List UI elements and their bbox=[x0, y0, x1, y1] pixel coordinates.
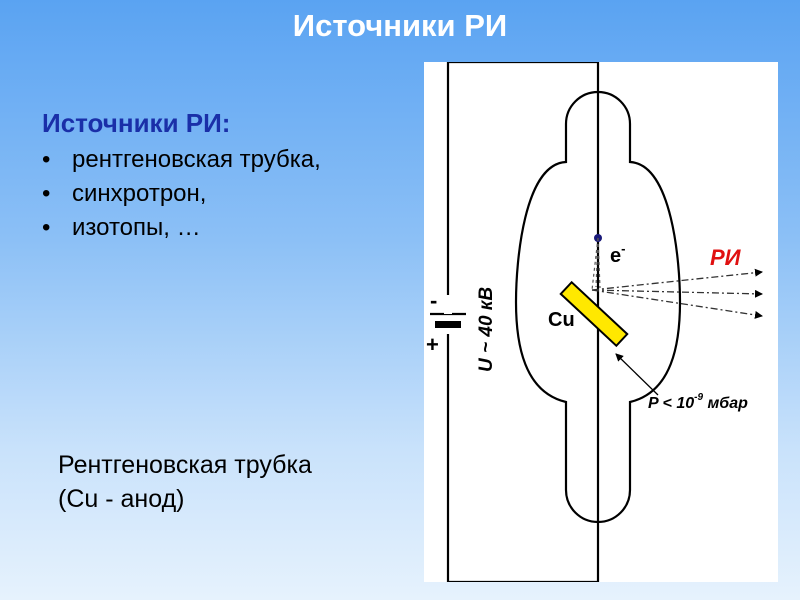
figure-caption: Рентгеновская трубка (Cu - анод) bbox=[58, 448, 312, 516]
battery-plus-label: + bbox=[426, 332, 439, 357]
sources-list: • рентгеновская трубка, • синхротрон, • … bbox=[42, 143, 321, 245]
pressure-label: P < 10-9 мбар bbox=[648, 392, 748, 412]
pressure-pointer-arrow bbox=[615, 353, 659, 396]
circuit-wire-left-lower bbox=[446, 334, 598, 582]
bullet-icon: • bbox=[42, 180, 51, 207]
slide-title: Источники РИ bbox=[292, 8, 508, 43]
xray-tube-diagram: - + U ~ 40 кВ e- РИ Cu P < 10-9 мбар bbox=[424, 62, 778, 582]
caption-line-1: Рентгеновская трубка bbox=[58, 451, 312, 479]
sources-heading: Источники РИ: bbox=[42, 108, 231, 138]
circuit-wire-left bbox=[446, 62, 598, 296]
xray-rays bbox=[591, 268, 763, 319]
electron-beam bbox=[591, 237, 601, 291]
battery-minus-label: - bbox=[430, 288, 437, 313]
list-item: • синхротрон, bbox=[42, 177, 321, 211]
bullet-icon: • bbox=[42, 146, 51, 173]
list-item-label: синхротрон, bbox=[72, 180, 207, 207]
list-item-label: изотопы, … bbox=[72, 214, 201, 241]
radiation-label: РИ bbox=[710, 245, 742, 270]
electron-label: e- bbox=[610, 241, 625, 267]
anode-label: Cu bbox=[548, 309, 575, 331]
sources-list-block: Источники РИ: • рентгеновская трубка, • … bbox=[42, 108, 321, 245]
xray-tube-outline bbox=[514, 90, 682, 524]
bullet-icon: • bbox=[42, 214, 51, 241]
list-item-label: рентгеновская трубка, bbox=[72, 146, 321, 173]
voltage-label: U ~ 40 кВ bbox=[476, 287, 497, 372]
list-item: • изотопы, … bbox=[42, 211, 321, 245]
caption-line-2: (Cu - анод) bbox=[58, 485, 185, 513]
copper-anode bbox=[559, 280, 629, 348]
battery-icon bbox=[430, 295, 466, 328]
list-item: • рентгеновская трубка, bbox=[42, 143, 321, 177]
